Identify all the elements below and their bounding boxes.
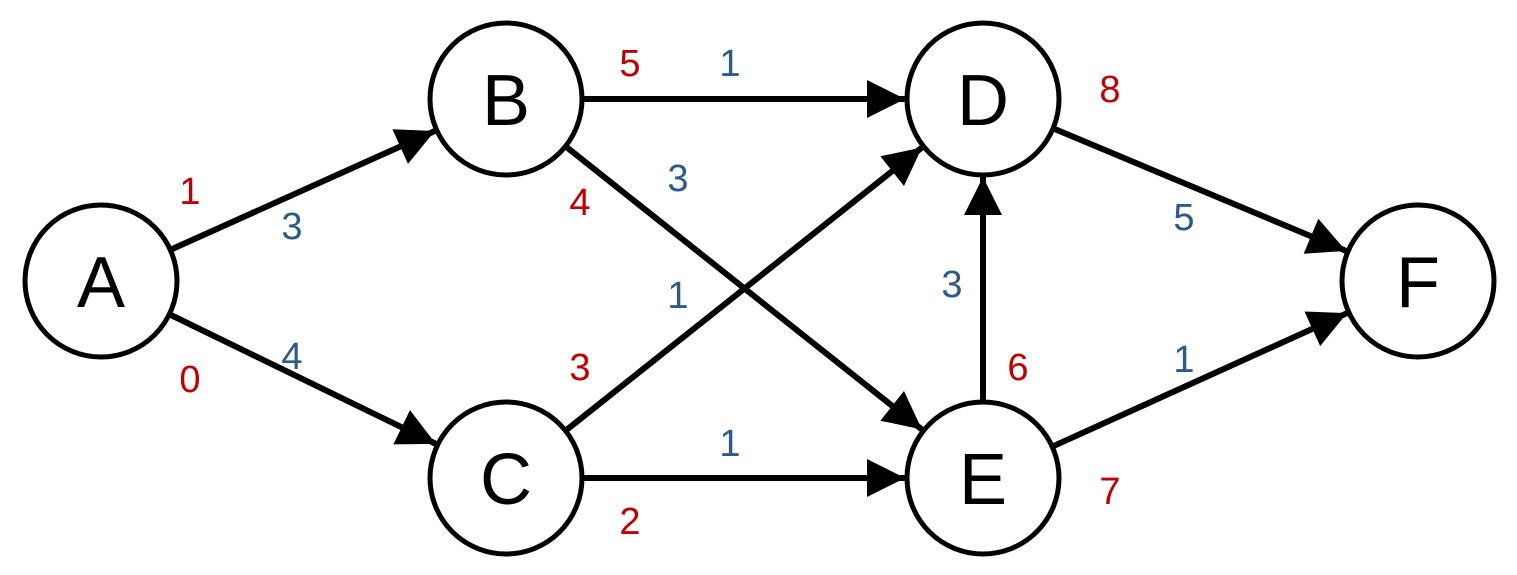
node-label-c: C [480,440,532,520]
edge-weight-a-c: 4 [281,336,302,378]
node-circle-d [904,20,1062,178]
edge-weight-e-f: 1 [1173,339,1194,381]
edge-weight-a-b: 3 [281,206,302,248]
edge-weight-b-e: 3 [667,158,688,200]
node-circle-a [22,202,180,360]
node-circle-f [1339,202,1497,360]
edge-c-d [565,145,924,432]
red-number-label: 5 [619,43,640,85]
edge-weight-e-d: 3 [941,264,962,306]
edge-a-c [169,312,438,447]
edge-a-b [170,128,437,252]
node-label-a: A [77,243,125,323]
red-number-label: 0 [179,359,200,401]
red-number-label: 6 [1007,347,1028,389]
node-circle-b [427,20,585,178]
node-circle-c [427,399,585,557]
node-d: D [904,20,1062,178]
edge-d-f [1053,126,1348,254]
edge-weight-c-e: 1 [719,423,740,465]
node-label-f: F [1396,243,1440,323]
edge-weight-b-d: 1 [719,43,740,85]
nodes-layer: A B C D E F [22,20,1497,557]
node-c: C [427,399,585,557]
node-b: B [427,20,585,178]
edge-weight-labels: 3 4 1 3 1 1 3 5 1 [281,43,1194,465]
node-label-b: B [482,61,530,141]
red-number-label: 7 [1099,471,1120,513]
edge-e-f [1052,310,1349,449]
node-e: E [904,399,1062,557]
node-a: A [22,202,180,360]
edge-weight-c-d: 1 [667,275,688,317]
red-number-label: 2 [619,501,640,543]
node-label-d: D [957,61,1009,141]
node-f: F [1339,202,1497,360]
node-value-labels: 1 0 5 4 3 2 8 6 7 [179,43,1120,543]
edge-weight-d-f: 5 [1173,197,1194,239]
red-number-label: 4 [569,182,590,224]
red-number-label: 8 [1099,69,1120,111]
node-circle-e [904,399,1062,557]
red-number-label: 1 [179,171,200,213]
edges-layer [169,80,1349,497]
node-label-e: E [959,440,1007,520]
red-number-label: 3 [569,347,590,389]
